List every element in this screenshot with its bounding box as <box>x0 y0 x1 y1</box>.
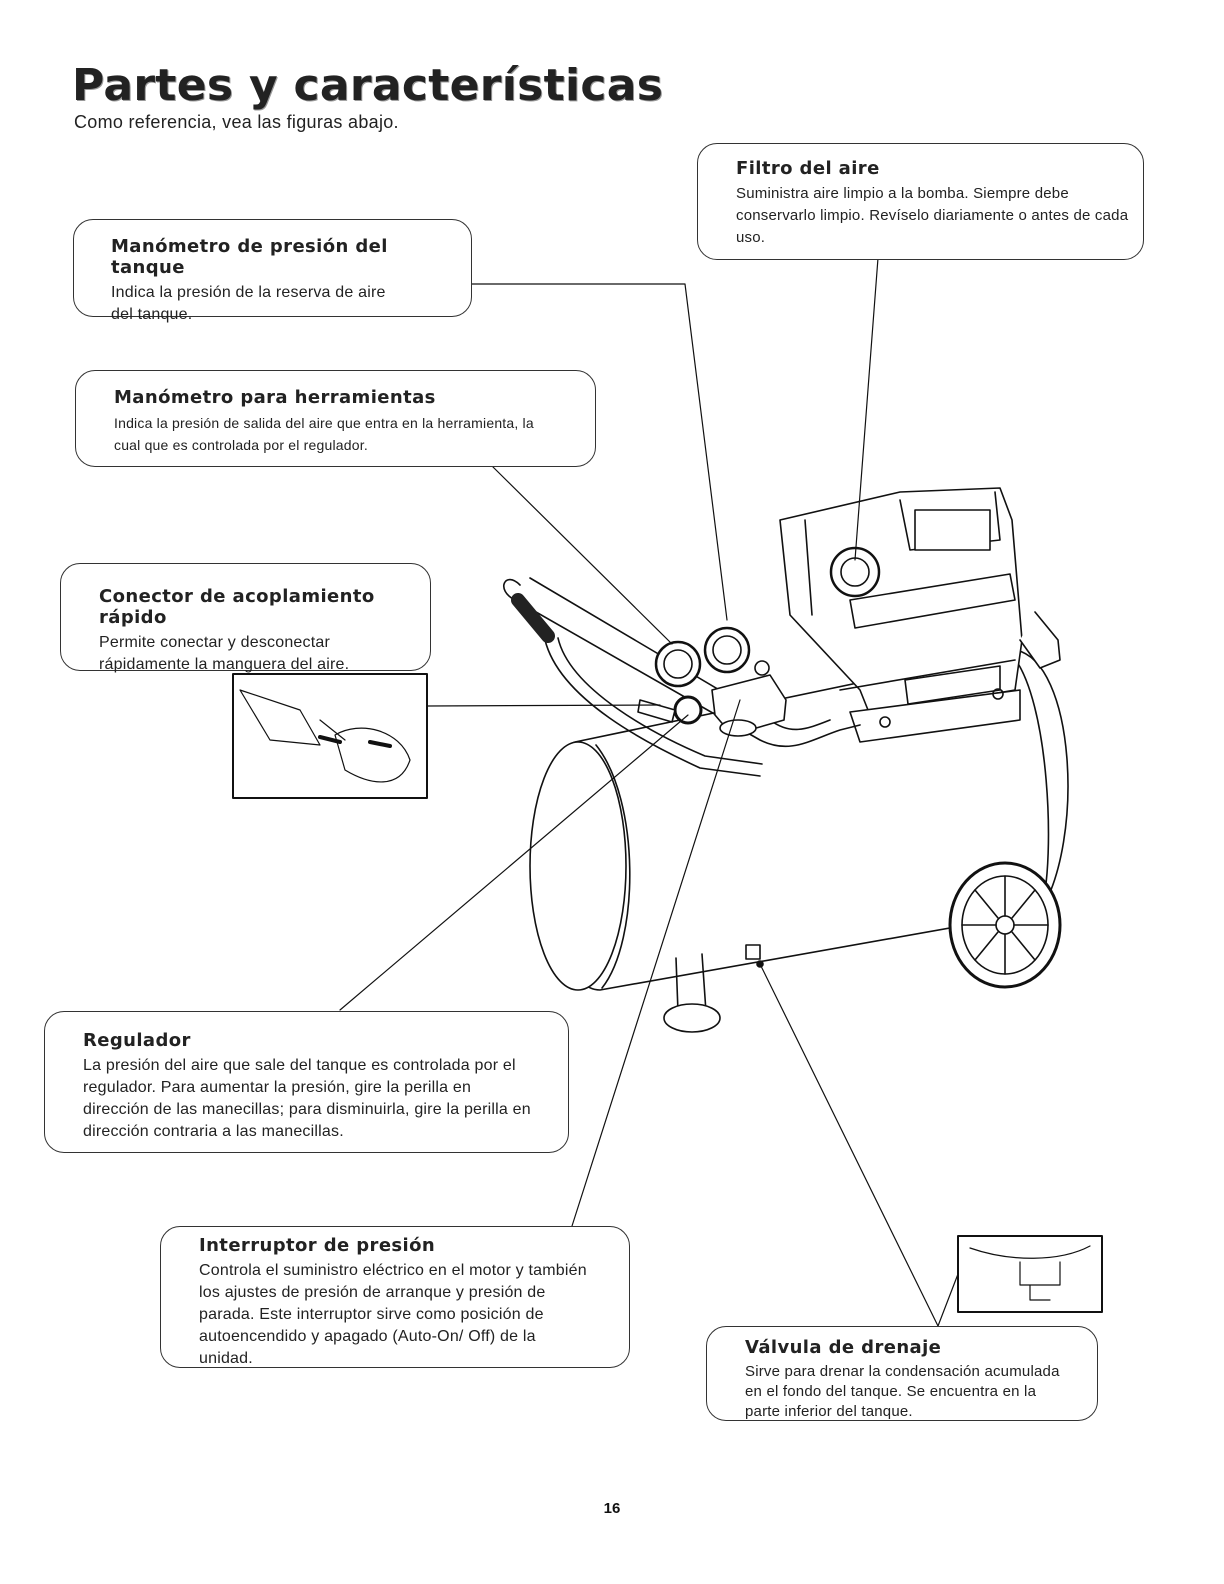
callout-text: Indica la presión de la reserva de aire … <box>111 284 386 323</box>
tool-pressure-gauge <box>654 640 702 688</box>
hose-grip <box>511 593 555 643</box>
callout-drain-valve: Válvula de drenaje Sirve para drenar la … <box>706 1326 1098 1421</box>
callout-heading: Regulador <box>83 1030 191 1051</box>
regulator-knob <box>673 695 703 725</box>
callout-text: Indica la presión de salida del aire que… <box>114 415 534 453</box>
callout-heading: Interruptor de presión <box>199 1235 436 1256</box>
drain-valve <box>745 944 761 960</box>
leader-tank-gauge <box>471 283 728 621</box>
callout-text: Permite conectar y desconectar rápidamen… <box>99 634 350 673</box>
coupler-inset <box>232 673 428 799</box>
callout-text: Controla el suministro eléctrico en el m… <box>199 1262 587 1367</box>
callout-regulator: Regulador La presión del aire que sale d… <box>44 1011 569 1153</box>
tank-end-cap <box>529 741 627 991</box>
handle-rail <box>1019 611 1061 669</box>
callout-text: La presión del aire que sale del tanque … <box>83 1057 531 1140</box>
wheel <box>948 861 1062 989</box>
callout-heading: Manómetro para herramientas <box>114 387 436 408</box>
callout-heading: Manómetro de presión del tanque <box>111 236 388 278</box>
leader-tool-gauge <box>492 466 673 645</box>
callout-heading: Filtro del aire <box>736 158 880 179</box>
callout-heading: Válvula de drenaje <box>745 1337 942 1358</box>
callout-text: Suministra aire limpio a la bomba. Siemp… <box>736 185 1129 246</box>
page-subtitle: Como referencia, vea las figuras abajo. <box>74 112 399 132</box>
callout-text: Sirve para drenar la condensación acumul… <box>745 1363 1060 1420</box>
callout-tank-pressure-gauge: Manómetro de presión del tanque Indica l… <box>73 219 472 323</box>
quick-coupler <box>637 699 676 723</box>
leader-pressure-switch <box>571 699 741 1227</box>
callout-quick-coupler: Conector de acoplamiento rápido Permite … <box>60 563 431 673</box>
callout-air-filter: Filtro del aire Suministra aire limpio a… <box>697 143 1144 260</box>
callout-pressure-switch: Interruptor de presión Controla el sumin… <box>160 1226 630 1368</box>
callout-tool-pressure-gauge: Manómetro para herramientas Indica la pr… <box>75 370 596 467</box>
leader-coupler <box>426 704 661 707</box>
page-title: Partes y características <box>72 60 664 111</box>
frame-tube <box>503 578 861 748</box>
leader-drain-inset <box>937 1273 959 1327</box>
leader-regulator <box>339 714 689 1011</box>
page-number: 16 <box>603 1500 621 1517</box>
tank-foot <box>675 953 707 1013</box>
leader-drain-valve <box>759 963 939 1327</box>
tank-pressure-gauge <box>703 626 751 674</box>
air-filter <box>829 546 881 598</box>
leader-air-filter <box>854 257 879 561</box>
callout-heading: Conector de acoplamiento rápido <box>99 586 375 628</box>
